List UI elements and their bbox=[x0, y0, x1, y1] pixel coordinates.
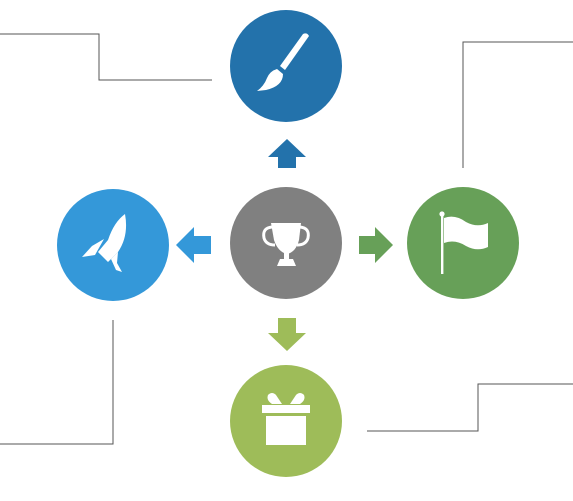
arrow-down bbox=[268, 318, 306, 351]
right-node bbox=[407, 187, 519, 299]
connector-bottom-left bbox=[0, 320, 114, 445]
center-node bbox=[230, 187, 342, 299]
flag-icon bbox=[439, 211, 488, 274]
trophy-icon bbox=[262, 223, 310, 266]
bottom-node bbox=[230, 365, 342, 477]
top-node bbox=[230, 10, 342, 122]
gift-icon bbox=[262, 393, 310, 445]
left-node bbox=[57, 189, 169, 301]
rocket-icon bbox=[82, 214, 127, 272]
paintbrush-icon bbox=[257, 33, 309, 91]
connector-top-right bbox=[462, 41, 573, 168]
arrow-right bbox=[359, 227, 393, 263]
arrow-up bbox=[268, 139, 306, 168]
connector-bottom-right bbox=[367, 383, 573, 432]
arrow-left bbox=[176, 227, 211, 263]
connector-top-left bbox=[0, 33, 212, 81]
